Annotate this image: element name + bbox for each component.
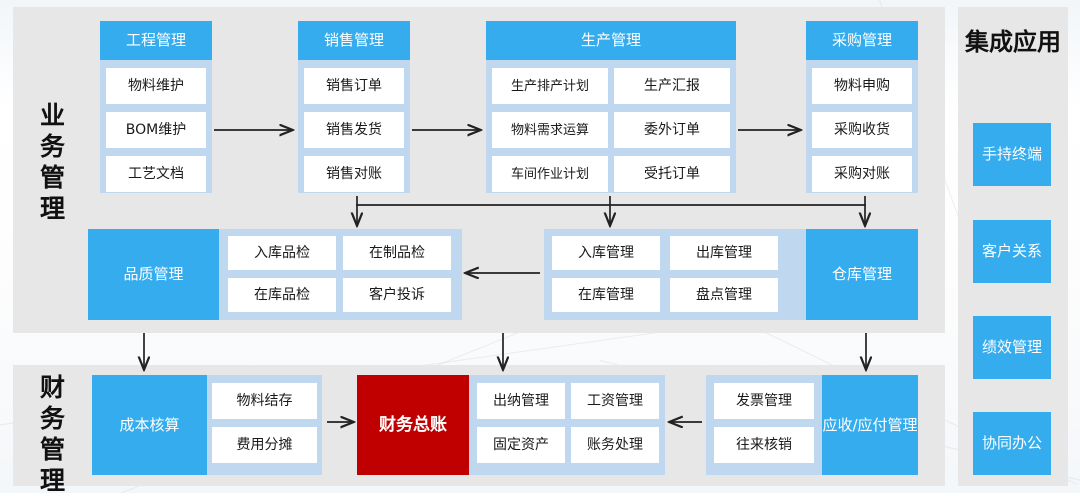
cell-cost-1[interactable]: 费用分摊	[212, 427, 317, 463]
cell-sales-1[interactable]: 销售发货	[304, 112, 404, 148]
cell-receivable-0[interactable]: 发票管理	[714, 383, 814, 419]
cell-purchase-0[interactable]: 物料申购	[812, 68, 912, 104]
cell-quality-2[interactable]: 在库品检	[228, 278, 336, 312]
cell-production-1[interactable]: 生产汇报	[614, 68, 730, 104]
cell-ledger-1[interactable]: 工资管理	[571, 383, 659, 419]
cell-production-5[interactable]: 受托订单	[614, 156, 730, 192]
cell-engineering-2[interactable]: 工艺文档	[106, 156, 206, 192]
integration-rail-title: 集成应用	[965, 28, 1061, 56]
group-engineering-title[interactable]: 工程管理	[100, 21, 212, 60]
group-ledger-title[interactable]: 财务总账	[357, 375, 469, 475]
cell-ledger-3[interactable]: 账务处理	[571, 427, 659, 463]
group-quality-title[interactable]: 品质管理	[88, 229, 219, 320]
group-receivable-title[interactable]: 应收/应付管理	[822, 375, 918, 475]
group-cost-title[interactable]: 成本核算	[92, 375, 207, 475]
cell-production-2[interactable]: 物料需求运算	[492, 112, 608, 148]
finance-panel-label: 财务管理	[39, 373, 66, 495]
cell-ledger-2[interactable]: 固定资产	[477, 427, 565, 463]
cell-production-0[interactable]: 生产排产计划	[492, 68, 608, 104]
group-production-title[interactable]: 生产管理	[486, 21, 736, 60]
cell-quality-3[interactable]: 客户投诉	[343, 278, 451, 312]
cell-engineering-1[interactable]: BOM维护	[106, 112, 206, 148]
cell-production-3[interactable]: 委外订单	[614, 112, 730, 148]
cell-cost-0[interactable]: 物料结存	[212, 383, 317, 419]
cell-warehouse-1[interactable]: 出库管理	[670, 236, 778, 270]
group-sales-title[interactable]: 销售管理	[298, 21, 410, 60]
cell-purchase-2[interactable]: 采购对账	[812, 156, 912, 192]
group-purchase-title[interactable]: 采购管理	[806, 21, 918, 60]
cell-production-4[interactable]: 车间作业计划	[492, 156, 608, 192]
rail-button-handheld[interactable]: 手持终端	[973, 123, 1051, 186]
cell-warehouse-2[interactable]: 在库管理	[552, 278, 660, 312]
rail-button-oa[interactable]: 协同办公	[973, 412, 1051, 475]
cell-engineering-0[interactable]: 物料维护	[106, 68, 206, 104]
cell-quality-0[interactable]: 入库品检	[228, 236, 336, 270]
cell-quality-1[interactable]: 在制品检	[343, 236, 451, 270]
rail-button-crm[interactable]: 客户关系	[973, 220, 1051, 283]
business-panel-label: 业务管理	[39, 101, 66, 223]
cell-purchase-1[interactable]: 采购收货	[812, 112, 912, 148]
group-warehouse-title[interactable]: 仓库管理	[806, 229, 918, 320]
cell-warehouse-3[interactable]: 盘点管理	[670, 278, 778, 312]
cell-ledger-0[interactable]: 出纳管理	[477, 383, 565, 419]
cell-sales-2[interactable]: 销售对账	[304, 156, 404, 192]
rail-button-performance[interactable]: 绩效管理	[973, 316, 1051, 379]
cell-warehouse-0[interactable]: 入库管理	[552, 236, 660, 270]
cell-receivable-1[interactable]: 往来核销	[714, 427, 814, 463]
cell-sales-0[interactable]: 销售订单	[304, 68, 404, 104]
